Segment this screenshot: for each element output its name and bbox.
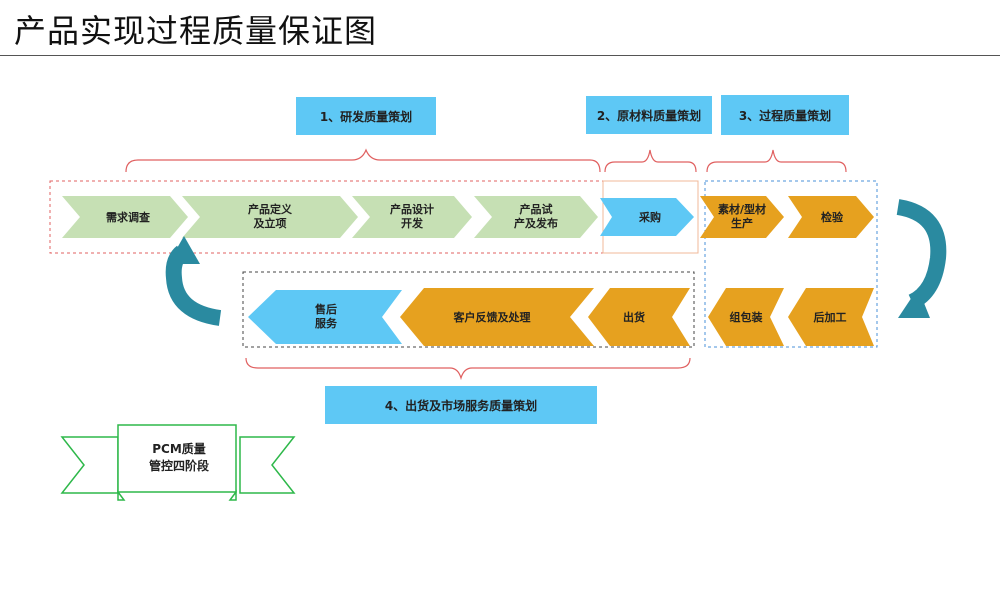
step-post-processing-label: 后加工 <box>814 310 847 324</box>
step-product-design-label-1: 产品设计 <box>390 202 434 216</box>
phase-2-label: 2、原材料质量策划 <box>586 96 712 134</box>
step-demand-survey-label: 需求调查 <box>106 210 150 224</box>
process-group-frame <box>704 180 878 348</box>
step-after-sales-label-2: 服务 <box>315 316 338 330</box>
step-product-definition <box>182 196 358 238</box>
step-inspection-label: 检验 <box>821 210 844 224</box>
step-product-definition-label-2: 及立项 <box>254 216 287 230</box>
phase-3-label: 3、过程质量策划 <box>721 95 849 135</box>
step-product-design-label-2: 开发 <box>401 216 424 230</box>
phase-4-brace <box>245 357 691 381</box>
step-material-production-label-1: 素材/型材 <box>718 202 766 216</box>
step-product-definition-label-1: 产品定义 <box>248 202 293 216</box>
step-customer-feedback-label: 客户反馈及处理 <box>453 310 531 324</box>
step-packaging <box>708 288 784 346</box>
step-purchase-label: 采购 <box>638 210 661 224</box>
right-loop-arrow <box>896 199 947 310</box>
step-packaging-label: 组包装 <box>730 310 763 324</box>
step-demand-survey <box>62 196 188 238</box>
pcm-ribbon-label: PCM质量 管控四阶段 <box>122 428 236 488</box>
step-after-sales <box>248 290 402 344</box>
step-customer-feedback <box>400 288 594 346</box>
right-loop-arrowhead <box>898 288 930 318</box>
step-trial-production <box>474 196 598 238</box>
title-divider <box>0 55 1000 56</box>
left-loop-arrowhead <box>168 236 200 264</box>
phase-4-label: 4、出货及市场服务质量策划 <box>325 386 597 424</box>
ribbon-line-2: 管控四阶段 <box>148 459 209 473</box>
pcm-ribbon <box>60 424 296 501</box>
step-purchase <box>600 198 694 236</box>
step-trial-production-label-1: 产品试 <box>520 202 553 216</box>
purchase-group-frame <box>602 180 699 254</box>
step-trial-production-label-2: 产及发布 <box>514 216 558 230</box>
shipping-group-frame <box>242 271 695 348</box>
phase-3-brace <box>706 149 847 173</box>
ribbon-line-1: PCM质量 <box>152 442 206 456</box>
step-material-production <box>700 196 784 238</box>
page-title: 产品实现过程质量保证图 <box>14 12 378 50</box>
step-product-design <box>352 196 472 238</box>
step-after-sales-label-1: 售后 <box>314 302 337 316</box>
phase-2-brace <box>604 149 697 173</box>
step-shipping-label: 出货 <box>623 310 645 324</box>
step-inspection <box>788 196 874 238</box>
step-post-processing <box>788 288 874 346</box>
step-shipping <box>588 288 690 346</box>
phase-1-label: 1、研发质量策划 <box>296 97 436 135</box>
step-material-production-label-2: 生产 <box>731 216 753 230</box>
phase-1-brace <box>125 148 601 173</box>
